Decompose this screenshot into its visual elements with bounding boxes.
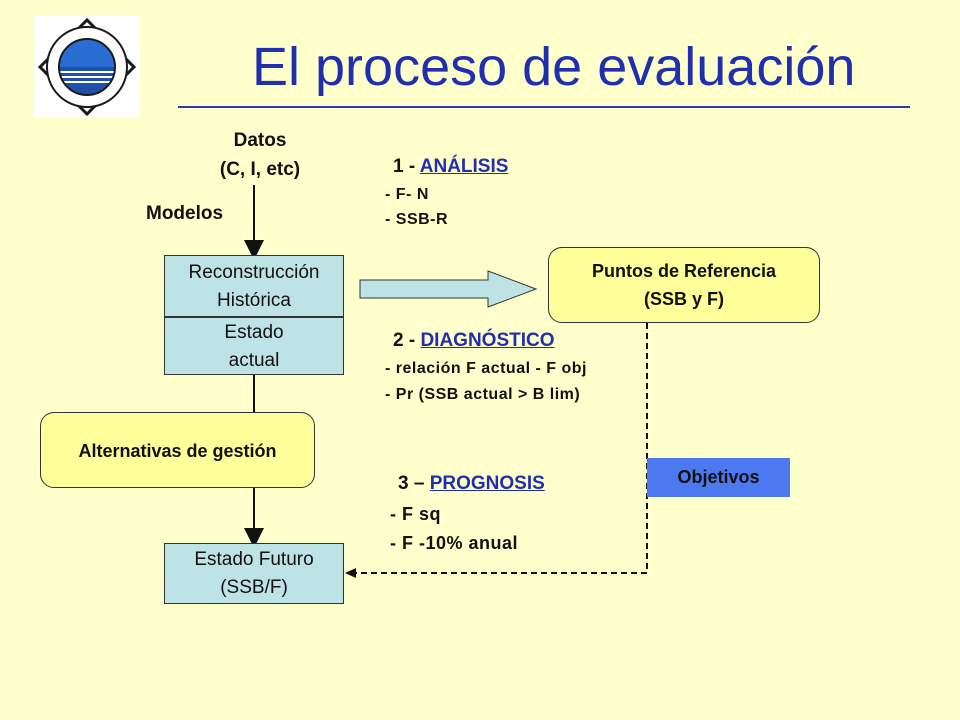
section-1-item-2: - SSB-R [385,211,449,228]
title-underline [178,106,910,108]
estado-futuro-box: Estado Futuro (SSB/F) [164,543,344,604]
reconstruccion-line2: Histórica [217,290,291,311]
ieo-logo [34,16,140,118]
datos-line2: (C, I, etc) [219,159,301,180]
modelos-label: Modelos [146,203,224,224]
page-title: El proceso de evaluación [252,37,856,97]
estado-actual-box: Estado actual [164,317,344,375]
puntos-line1: Puntos de Referencia [591,261,777,281]
section-1-heading: ANÁLISIS [419,156,509,177]
section-2-item-1: - relación F actual - F obj [385,360,587,377]
puntos-referencia-box: Puntos de Referencia (SSB y F) [548,247,820,323]
section-3-item-1: - F sq [390,504,441,524]
futuro-line2: (SSB/F) [220,577,288,598]
block-arrow-to-puntos [359,270,538,308]
datos-label: Datos (C, I, etc) [200,126,320,184]
alternativas-box: Alternativas de gestión [40,412,315,488]
section-2-heading: DIAGNÓSTICO [420,330,555,351]
section-1-prefix: 1 - [393,156,420,177]
futuro-line1: Estado Futuro [194,549,314,570]
section-3-prefix: 3 – [398,473,430,494]
objetivos-box: Objetivos [647,458,790,497]
estado-line2: actual [228,350,280,371]
section-2-prefix: 2 - [393,330,421,351]
estado-line1: Estado [224,322,284,343]
section-analisis-title: 1 - ANÁLISIS [393,156,508,178]
reconstruccion-box: Reconstrucción Histórica [164,255,344,317]
section-2-item-2: - Pr (SSB actual > B lim) [385,386,581,403]
section-1-item-1: - F- N [385,186,429,203]
section-prognosis-title: 3 – PROGNOSIS [398,473,545,495]
dashed-arrowhead [345,568,356,578]
datos-line1: Datos [233,130,287,151]
section-3-heading: PROGNOSIS [429,473,545,494]
section-diagnostico-title: 2 - DIAGNÓSTICO [393,330,555,352]
puntos-line2: (SSB y F) [643,289,724,309]
reconstruccion-line1: Reconstrucción [188,262,320,283]
section-3-item-2: - F -10% anual [390,533,519,553]
dashed-line-puntos-to-futuro [352,323,648,574]
